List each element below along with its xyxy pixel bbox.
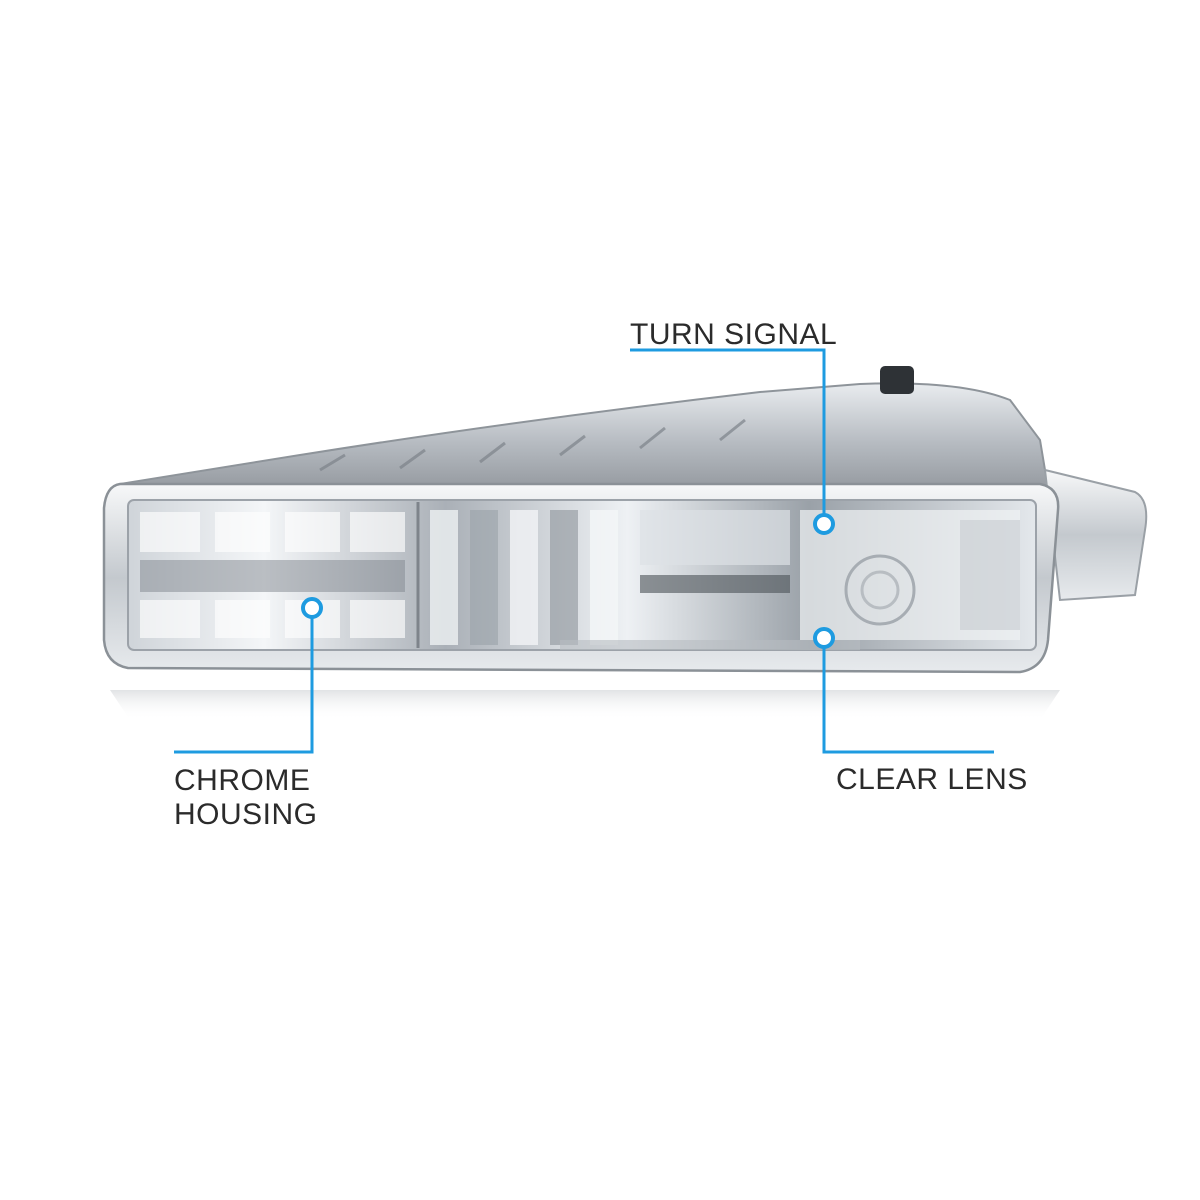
callout-markers [301,513,835,649]
turn-signal-leader [630,348,826,514]
floor-reflection [110,690,1060,720]
connector-socket [880,366,914,394]
chrome-housing-label-line1: CHROME [174,764,311,797]
clear-lens-marker-icon [813,627,835,649]
mounting-tab [1043,468,1148,602]
reflector-facets-right [430,510,1020,645]
turn-signal-label: TURN SIGNAL [630,318,838,351]
clear-lens-label: CLEAR LENS [836,763,1028,796]
housing-ribs [319,418,746,472]
chrome-housing-label: CHROME HOUSING [174,764,318,832]
chrome-housing-leader [174,617,314,754]
chrome-housing-label-line2: HOUSING [174,798,318,831]
reflector-facets-left [140,512,405,638]
chrome-housing-marker-icon [301,597,323,619]
callout-lines [174,348,994,754]
turn-signal-marker-icon [813,513,835,535]
housing-top [119,382,1052,501]
clear-lens-leader [822,647,994,754]
